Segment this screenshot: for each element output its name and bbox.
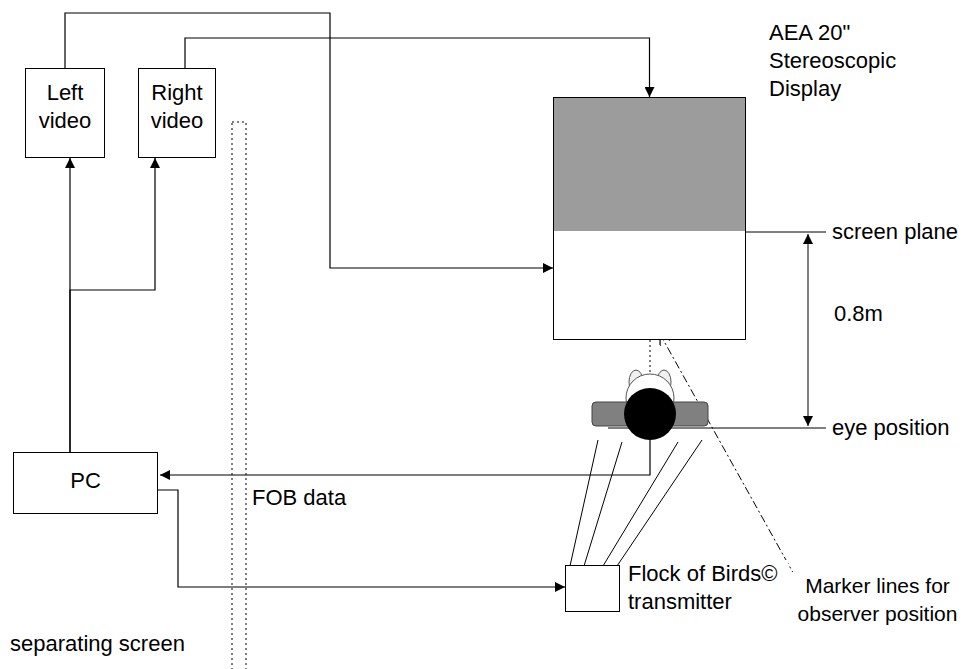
signal-connector [70, 158, 155, 452]
video-box: Right video [138, 68, 216, 158]
box-label: PC [14, 453, 157, 495]
display-box: AEA 20" Stereoscopic Display [553, 97, 746, 340]
part-label: separating screen [10, 630, 185, 658]
center-marker-line [650, 340, 651, 378]
box-label: Right video [139, 69, 215, 135]
dimension-arrow [808, 234, 809, 426]
plane-label: eye position [832, 414, 949, 442]
note-label: Marker lines for observer position [790, 572, 965, 628]
leader-line [660, 334, 796, 578]
box-label: Left video [26, 69, 104, 135]
transmitter-box: Flock of Birds© transmitter [565, 565, 620, 612]
video-box: Left video [25, 68, 105, 158]
signal-connector [158, 490, 565, 587]
data-line [160, 440, 650, 475]
display-heading: Flock of Birds© transmitter [628, 560, 788, 616]
screen-top-shade [554, 98, 745, 231]
screen-plane-line [746, 232, 826, 233]
signal-connector [65, 13, 553, 268]
signal-connector [185, 38, 650, 97]
pc-box: PC [13, 452, 158, 514]
dimension-label: 0.8m [834, 300, 883, 328]
signal-label: FOB data [252, 484, 346, 512]
field-lines [570, 440, 702, 566]
display-heading: AEA 20" Stereoscopic Display [769, 19, 968, 103]
observer-figure [592, 370, 708, 440]
plane-label: screen plane [832, 218, 958, 246]
